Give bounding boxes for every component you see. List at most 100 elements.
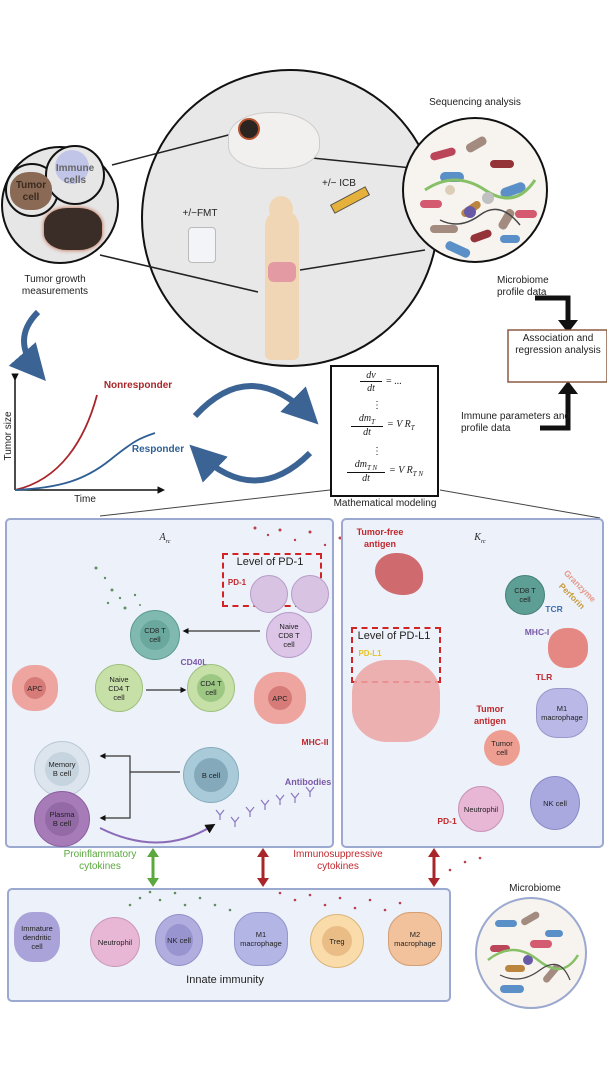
naive-cd8-cell: Naive CD8 T cell	[266, 612, 312, 658]
eq1-denominator: dt	[367, 383, 375, 394]
nonresponder-label: Nonresponder	[103, 380, 173, 391]
eq2-numerator-sub: T	[371, 418, 376, 426]
innate-immunity-panel	[7, 888, 451, 1002]
pd1-cell-1	[250, 575, 288, 613]
human-head-icon	[269, 196, 293, 222]
tumor-cell-icon	[10, 172, 52, 210]
mhc1-label: MHC-I	[524, 627, 550, 637]
responder-curve	[14, 432, 156, 491]
treg-label: Treg	[329, 936, 345, 946]
vdots-2: ⋮	[372, 446, 382, 457]
eq3-numerator: dm	[354, 459, 368, 470]
cd40l-label: CD40L	[180, 657, 208, 667]
naive-cd4-cell: Naive CD4 T cell	[95, 664, 143, 712]
neutrophil-right: Neutrophil	[458, 786, 504, 832]
treg-cell: Treg	[310, 914, 364, 968]
krc-title-main: K	[474, 532, 481, 543]
memory-b-label: Memory B cell	[48, 760, 76, 778]
association-box	[507, 329, 607, 383]
cd4-t-cell: CD4 T cell	[187, 664, 235, 712]
immunosuppressive-label: Immunosuppressive cytokines	[293, 849, 383, 872]
microbiome-profile-label: Microbiome profile data	[497, 275, 549, 298]
tumor-free-antigen-label: Tumor-free antigen	[356, 527, 404, 549]
antibodies-label: Antibodies	[284, 777, 332, 787]
cd8-t-cell: CD8 T cell	[130, 610, 180, 660]
arc-title-sub: rc	[165, 539, 171, 545]
cd8-label: CD8 T cell	[144, 626, 166, 644]
tumor-free-antigen-icon	[375, 553, 423, 595]
m1-macrophage-right: M1 macrophage	[536, 688, 588, 738]
eq2-denominator: dt	[363, 427, 371, 438]
tlr-label: TLR	[535, 672, 553, 682]
nk-right-label: NK cell	[543, 798, 567, 808]
krc-title-sub: rc	[480, 539, 486, 545]
apc-1-label: APC	[27, 683, 43, 693]
proinflammatory-arrow	[147, 848, 159, 887]
equation-dv: dv dt = ...	[352, 370, 432, 402]
krc-title: Krc	[460, 532, 500, 548]
target-tumor-cell-icon	[548, 628, 588, 668]
tumor-mass-icon	[352, 660, 440, 742]
immunosuppressive-arrow-1	[257, 848, 269, 887]
pd1-right-label: PD-1	[437, 816, 457, 826]
tumor-antigen-label: Tumor antigen	[473, 704, 506, 726]
equation-dmTN: dmT N dt = V RT N	[345, 459, 437, 491]
icb-label: +/− ICB	[322, 178, 356, 189]
nk-cell-right: NK cell	[530, 776, 580, 830]
pd1-level-label: Level of PD-1	[236, 556, 304, 568]
innate-immunity-title: Innate immunity	[186, 974, 264, 986]
m2-macrophage-innate: M2 macrophage	[388, 912, 442, 966]
m1-macrophage-innate: M1 macrophage	[234, 912, 288, 966]
proinflammatory-label: Proinflammatory cytokines	[63, 849, 137, 872]
tumor-cluster-icon	[44, 208, 102, 250]
y-axis-label: Tumor size	[3, 411, 14, 461]
eq2-numerator: dm	[358, 413, 372, 424]
tcr-label: TCR	[545, 604, 563, 614]
immune-cells-label: Immune cells	[55, 163, 95, 186]
tumor-growth-label: Tumor growth measurements	[21, 274, 89, 297]
apc-1-core: APC	[24, 677, 46, 699]
x-axis-label: Time	[74, 494, 96, 505]
math-box	[330, 365, 439, 497]
arc-title-main: A	[159, 532, 166, 543]
tumor-cell-right-label: Tumor cell	[491, 739, 513, 757]
eq3-denominator: dt	[362, 473, 370, 484]
m2-innate-label: M2 macrophage	[394, 930, 436, 948]
eq2-rhs: = V R	[387, 419, 411, 430]
pd1-cell-2	[291, 575, 329, 613]
pd1-label-left: PD-1	[227, 578, 247, 587]
eq1-numerator: dv	[360, 370, 382, 382]
fmt-jar-icon	[188, 227, 216, 263]
cd8-right-label: CD8 T cell	[514, 586, 536, 604]
neutrophil-innate: Neutrophil	[90, 917, 140, 967]
naive-cd4-label: Naive CD4 T cell	[108, 674, 130, 702]
plasma-b-label: Plasma B cell	[49, 810, 75, 828]
pdl1-label: PD-L1	[358, 649, 382, 658]
math-caption: Mathematical modeling	[333, 498, 437, 509]
human-body-icon	[265, 210, 299, 360]
neutrophil-innate-label: Neutrophil	[97, 937, 133, 947]
plasma-b-cell: Plasma B cell	[34, 791, 90, 847]
tumor-cell-right: Tumor cell	[484, 730, 520, 766]
b-cell-label: B cell	[201, 770, 221, 780]
eq3-rhs-sub: T N	[412, 470, 423, 478]
nk-cell-innate: NK cell	[155, 914, 203, 966]
intestine-icon	[268, 262, 296, 282]
memory-b-cell: Memory B cell	[34, 741, 90, 797]
eq3-rhs: = V R	[389, 465, 413, 476]
neutrophil-right-label: Neutrophil	[463, 804, 499, 814]
nonresponder-curve	[14, 394, 98, 491]
m1-right-label: M1 macrophage	[541, 704, 583, 722]
equation-dmT: dmT dt = V RT	[347, 413, 437, 445]
arc-title: Arc	[145, 532, 185, 548]
responder-label: Responder	[131, 444, 185, 455]
apc-2-core: APC	[268, 686, 292, 710]
immunosuppressive-arrow-2	[428, 848, 440, 887]
association-label: Association and regression analysis	[515, 333, 601, 356]
b-cell: B cell	[183, 747, 239, 803]
naive-cd8-label: Naive CD8 T cell	[278, 621, 300, 649]
vdots-1: ⋮	[372, 400, 382, 411]
eq3-numerator-sub: T N	[367, 464, 378, 472]
bacteria-texture-top	[420, 136, 537, 258]
microbiome-label: Microbiome	[509, 883, 561, 894]
